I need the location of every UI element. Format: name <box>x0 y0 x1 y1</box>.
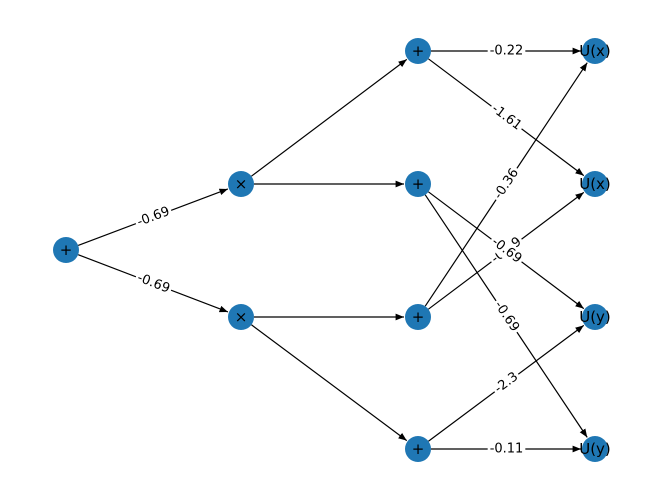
edge-label-background <box>487 440 526 458</box>
edge-n2-n6 <box>251 324 408 442</box>
node-label: U(x) <box>579 42 611 60</box>
edge-label-group: -0.36 <box>488 163 525 205</box>
edge-weight-label: -0.11 <box>490 442 524 457</box>
node-circle <box>228 304 254 330</box>
node-circle <box>53 237 79 263</box>
edge-label-group: -0.69 <box>488 296 525 337</box>
node-circle <box>228 171 254 197</box>
node-label: + <box>412 308 425 326</box>
edge-label-background <box>132 268 175 299</box>
edge-n1-n3 <box>251 58 408 177</box>
node-circle <box>405 436 431 462</box>
edge-label-background <box>486 232 527 269</box>
graph-node-n6: + <box>405 436 431 462</box>
node-label: U(y) <box>579 440 611 458</box>
edge-label-background <box>487 42 526 60</box>
node-label: + <box>412 440 425 458</box>
edge-label-group: -0.69 <box>486 232 527 269</box>
graph-node-n10: U(y) <box>579 436 611 462</box>
edge-label-background <box>132 202 175 232</box>
node-circle <box>582 304 608 330</box>
edge-labels-layer: -0.69-0.69-0.22-1.61-0.36-0.69-0.69-0.69… <box>132 42 527 458</box>
graph-node-n7: U(x) <box>579 38 611 64</box>
edge-weight-label: -0.36 <box>491 166 522 202</box>
node-circle <box>405 171 431 197</box>
node-label: + <box>412 42 425 60</box>
graph-node-n2: × <box>228 304 254 330</box>
nodes-layer: + × × + + + + U(x) U(x) U(y) U(y) <box>53 38 611 462</box>
node-label: U(y) <box>579 308 611 326</box>
graph-node-n9: U(y) <box>579 304 611 330</box>
graph-node-n4: + <box>405 171 431 197</box>
node-label: + <box>412 175 425 193</box>
edge-label-background <box>489 367 524 399</box>
node-label: × <box>235 308 248 326</box>
edge-label-group: -0.69 <box>132 268 175 299</box>
edge-label-group: -0.22 <box>487 42 526 60</box>
edge-weight-label: -0.69 <box>491 298 522 334</box>
graph-node-n8: U(x) <box>579 171 611 197</box>
node-label: U(x) <box>579 175 611 193</box>
node-label: × <box>235 175 248 193</box>
graph-node-n0: + <box>53 237 79 263</box>
edge-label-group: -2.3 <box>489 367 524 399</box>
node-circle <box>405 38 431 64</box>
graph-node-n3: + <box>405 38 431 64</box>
graph-node-n1: × <box>228 171 254 197</box>
graph-node-n5: + <box>405 304 431 330</box>
edge-weight-label: -0.22 <box>490 44 524 59</box>
node-circle <box>582 436 608 462</box>
edge-label-group: -0.11 <box>487 440 526 458</box>
node-circle <box>582 171 608 197</box>
edge-label-group: -1.61 <box>486 99 527 136</box>
node-circle <box>582 38 608 64</box>
edge-label-background <box>488 296 525 337</box>
edge-label-background <box>486 99 527 136</box>
node-label: + <box>60 241 73 259</box>
edge-label-background <box>488 163 525 205</box>
edge-weight-label: -0.69 <box>135 270 172 296</box>
node-circle <box>405 304 431 330</box>
edge-label-group: -0.69 <box>132 202 175 232</box>
